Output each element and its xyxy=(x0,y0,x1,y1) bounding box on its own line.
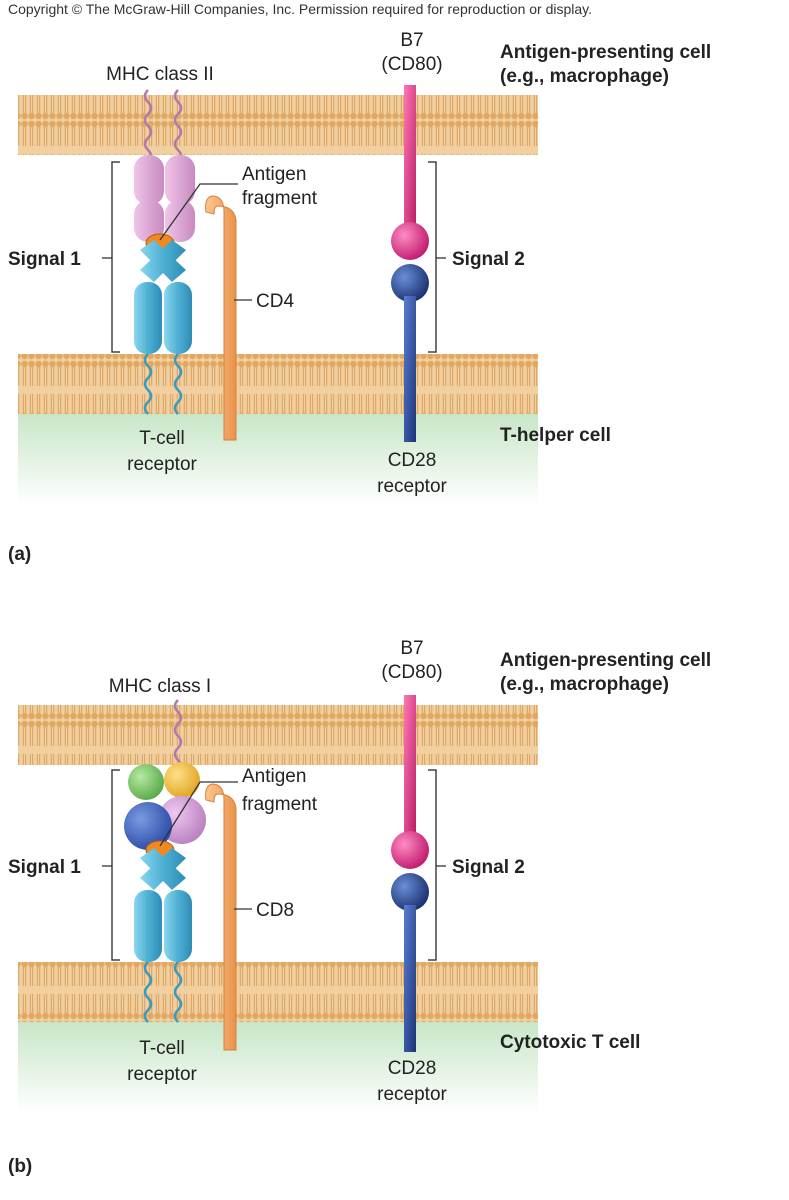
cd80-label-b: (CD80) xyxy=(381,662,442,683)
b7-cd28-pair-b xyxy=(391,695,429,1052)
apc-subtitle-a: (e.g., macrophage) xyxy=(500,66,669,87)
tcr-label-a: T-cell xyxy=(139,428,184,449)
mhc-class-ii xyxy=(134,155,195,242)
panel-b: MHC class I B7 (CD80) Antigen-presenting… xyxy=(8,638,711,1177)
receptor-label-b: receptor xyxy=(127,1064,197,1085)
t-cell-membrane xyxy=(18,354,538,414)
b7-label-b: B7 xyxy=(400,638,423,659)
receptor-label-a: receptor xyxy=(127,454,197,475)
mhc-class-i xyxy=(124,762,206,850)
apc-title-a: Antigen-presenting cell xyxy=(500,42,711,63)
signal2-label-b: Signal 2 xyxy=(452,857,525,878)
apc-subtitle-b: (e.g., macrophage) xyxy=(500,674,669,695)
copyright-notice: Copyright © The McGraw-Hill Companies, I… xyxy=(8,1,592,17)
signal2-bracket-a xyxy=(428,161,437,353)
tcr-label-b: T-cell xyxy=(139,1038,184,1059)
panel-tag-b: (b) xyxy=(8,1156,32,1177)
b7-stalk-b xyxy=(404,695,416,843)
signal1-bracket-a xyxy=(111,161,120,353)
signal2-label-a: Signal 2 xyxy=(452,249,525,270)
cd28-domain-b xyxy=(391,873,429,911)
fragment-label-b: fragment xyxy=(242,794,318,815)
cd8-molecule xyxy=(205,783,237,1051)
cd28-receptor-label-a: receptor xyxy=(377,476,447,497)
t-cell-receptor-a xyxy=(134,240,192,415)
cd28-label-a: CD28 xyxy=(388,450,437,471)
b7-label-a: B7 xyxy=(400,30,423,51)
signal1-label-b: Signal 1 xyxy=(8,857,81,878)
signal1-bracket-b xyxy=(111,769,120,961)
t-cell-cytoplasm xyxy=(18,400,538,505)
cell-type-b: Cytotoxic T cell xyxy=(500,1032,640,1053)
b7-domain xyxy=(391,222,429,260)
mhc-ii-transmembrane xyxy=(143,89,183,163)
cd28-stalk-b xyxy=(404,905,416,1052)
t-cell-receptor-b xyxy=(134,848,192,1023)
cd28-receptor-label-b: receptor xyxy=(377,1084,447,1105)
coreceptor-label-a: CD4 xyxy=(256,291,294,312)
cell-type-a: T-helper cell xyxy=(500,425,611,446)
antigen-label-a: Antigen xyxy=(242,164,306,185)
t-cell-membrane-b xyxy=(18,962,538,1022)
b7-stalk xyxy=(404,85,416,235)
panel-tag-a: (a) xyxy=(8,544,31,565)
apc-membrane xyxy=(18,95,538,155)
b7-domain-b xyxy=(391,831,429,869)
cd28-label-b: CD28 xyxy=(388,1058,437,1079)
apc-membrane-b xyxy=(18,705,538,765)
antigen-label-b: Antigen xyxy=(242,766,306,787)
coreceptor-label-b: CD8 xyxy=(256,900,294,921)
signal2-bracket-b xyxy=(428,769,437,961)
mhc-i-transmembrane xyxy=(173,699,183,773)
b7-cd28-pair-a xyxy=(391,85,429,442)
cd4-molecule xyxy=(205,195,237,441)
apc-title-b: Antigen-presenting cell xyxy=(500,650,711,671)
cd28-domain xyxy=(391,264,429,302)
cd80-label-a: (CD80) xyxy=(381,54,442,75)
signal1-label-a: Signal 1 xyxy=(8,249,81,270)
cd28-stalk xyxy=(404,296,416,442)
mhc-label-a: MHC class II xyxy=(106,64,214,85)
t-cell-cytoplasm-b xyxy=(18,1008,538,1113)
fragment-label-a: fragment xyxy=(242,188,318,209)
mhc-label-b: MHC class I xyxy=(109,676,211,697)
panel-a: MHC class II B7 (CD80) Antigen-presentin… xyxy=(8,30,711,565)
